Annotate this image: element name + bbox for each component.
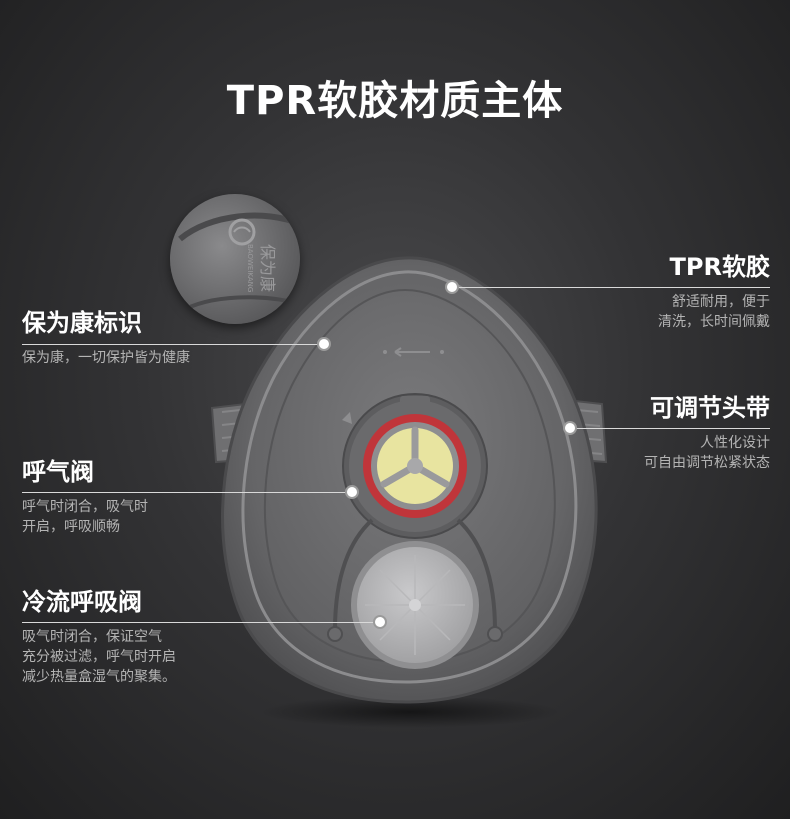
tpr-soft-desc-line-1: 舒适耐用，便于 (672, 294, 770, 310)
tpr-soft-leader-line (452, 287, 770, 288)
cold-flow-valve-desc-line-2: 充分被过滤，呼气时开启 (22, 649, 176, 665)
brand-mark-leader-line (22, 344, 324, 345)
tpr-soft-desc-line-2: 清洗，长时间佩戴 (658, 314, 770, 330)
tpr-soft-heading: TPR软胶 (669, 253, 770, 281)
cold-flow-valve-desc-line-1: 吸气时闭合，保证空气 (22, 629, 162, 645)
headband-desc-line-2: 可自由调节松紧状态 (644, 455, 770, 471)
tpr-soft-callout: TPR软胶 舒适耐用，便于 清洗，长时间佩戴 (658, 252, 770, 332)
headband-dot (563, 421, 577, 435)
exhale-valve-desc-line-2: 开启，呼吸顺畅 (22, 519, 120, 535)
brand-mark-desc-line-1: 保为康，一切保护皆为健康 (22, 350, 190, 366)
logo-text-cn: 保为康 (258, 244, 277, 292)
inhale-arrow-mark (394, 347, 430, 357)
page-title: TPR软胶材质主体 (226, 78, 564, 124)
cold-flow-valve-callout: 冷流呼吸阀 吸气时闭合，保证空气 充分被过滤，呼气时开启 减少热量盒湿气的聚集。 (22, 587, 176, 687)
brand-mark-dot (317, 337, 331, 351)
exhale-valve-leader-line (22, 492, 352, 493)
brand-mark-callout: 保为康标识 保为康，一切保护皆为健康 (22, 308, 190, 368)
cold-flow-valve-dot (373, 615, 387, 629)
brand-mark-zoom-detail: 保为康 BAOWEIKANG (170, 194, 300, 324)
headband-callout: 可调节头带 人性化设计 可自由调节松紧状态 (644, 393, 770, 473)
mask-seal-edge (241, 270, 578, 684)
headband-desc-line-1: 人性化设计 (700, 435, 770, 451)
exhale-valve-dot (345, 485, 359, 499)
logo-text-en: BAOWEIKANG (246, 244, 254, 292)
cold-flow-valve-desc-line-3: 减少热量盒湿气的聚集。 (22, 669, 176, 685)
exhale-valve-desc-line-1: 呼气时闭合，吸气时 (22, 499, 148, 515)
cold-flow-valve-heading: 冷流呼吸阀 (22, 588, 142, 616)
exhale-valve-heading: 呼气阀 (22, 458, 94, 486)
headband-heading: 可调节头带 (650, 394, 770, 422)
headband-leader-line (570, 428, 770, 429)
cold-flow-valve-leader-line (22, 622, 380, 623)
tpr-soft-dot (445, 280, 459, 294)
exhale-valve-callout: 呼气阀 呼气时闭合，吸气时 开启，呼吸顺畅 (22, 457, 148, 537)
logo-emboss: 保为康 BAOWEIKANG (178, 212, 300, 314)
exhale-valve (342, 393, 488, 539)
cold-flow-valve-cartridge (351, 541, 479, 669)
cartridge-frame (333, 518, 497, 631)
logo-icon (228, 218, 256, 246)
mask-shadow (260, 696, 560, 728)
brand-mark-heading: 保为康标识 (22, 309, 142, 337)
